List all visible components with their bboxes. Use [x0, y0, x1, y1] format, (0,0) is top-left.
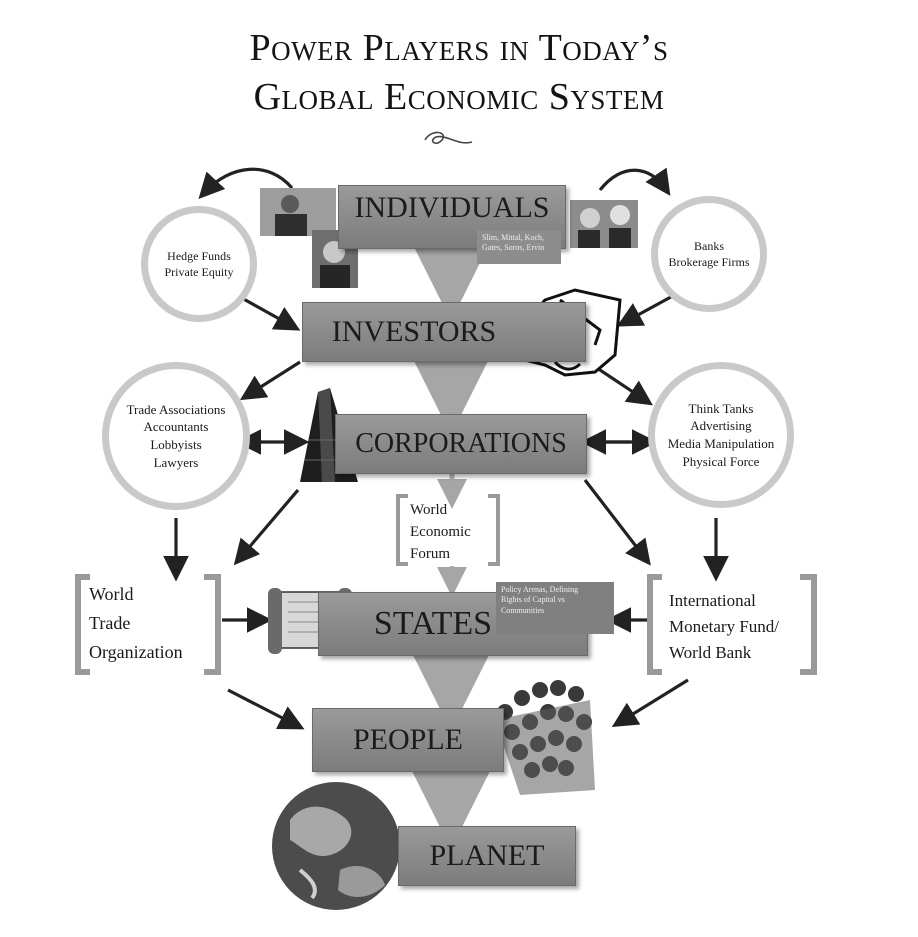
bracket-wef-left — [396, 494, 408, 566]
note-states: Policy Arenas, Defining Rights of Capita… — [496, 582, 614, 634]
label-individuals: INDIVIDUALS — [354, 191, 550, 224]
circle-hedge-funds: Hedge Funds Private Equity — [141, 206, 257, 322]
circle-trade-line-2: Accountants — [143, 419, 209, 435]
title-line-1: Power Players in Today’s — [249, 27, 669, 69]
curved-arrow-left — [198, 167, 294, 200]
circle-hedge-line-2: Private Equity — [164, 265, 234, 279]
label-planet: PLANET — [429, 839, 545, 872]
wef-line-2: Economic — [410, 524, 471, 540]
bracket-wto-right — [204, 574, 221, 675]
circle-banks-line-1: Banks — [694, 238, 724, 253]
arrow-hedge-investors — [239, 295, 301, 331]
label-people: PEOPLE — [352, 723, 463, 756]
box-planet: PLANET — [398, 826, 576, 886]
globe-icon — [272, 782, 400, 910]
arrow-wto-people — [227, 688, 305, 730]
label-investors: INVESTORS — [331, 315, 497, 348]
arrow-imf-people — [611, 678, 689, 728]
bracket-text-wef: World Economic Forum — [410, 499, 471, 565]
crowd-icon — [495, 680, 595, 795]
note-individuals-line-2: Gates, Soros, Ervin — [482, 243, 545, 253]
wef-line-1: World — [410, 502, 448, 518]
wto-line-3: Organization — [89, 642, 183, 662]
note-individuals: Slim, Mittal, Koch, Gates, Soros, Ervin — [477, 230, 561, 264]
circle-trade-associations: Trade Associations Accountants Lobbyists… — [102, 362, 250, 510]
wto-line-1: World — [89, 584, 134, 604]
wto-line-2: Trade — [89, 613, 131, 633]
bracket-text-imf: International Monetary Fund/ World Bank — [669, 588, 779, 666]
arrow-corp-states-left — [233, 488, 300, 566]
note-states-line-2: Rights of Capital vs — [501, 595, 565, 605]
imf-line-1: International — [669, 591, 756, 610]
circle-banks: Banks Brokerage Firms — [651, 196, 767, 312]
wef-line-3: Forum — [410, 546, 451, 562]
box-corporations: CORPORATIONS — [335, 414, 587, 474]
arrow-corp-states-right — [583, 479, 651, 566]
circle-trade-line-4: Lawyers — [153, 454, 199, 470]
circle-think-line-4: Physical Force — [682, 453, 760, 469]
bracket-wef-right — [488, 494, 500, 566]
box-people: PEOPLE — [312, 708, 504, 772]
bracket-wto-left — [75, 574, 90, 675]
note-individuals-line-1: Slim, Mittal, Koch, — [482, 233, 544, 242]
circle-think-tanks: Think Tanks Advertising Media Manipulati… — [648, 362, 794, 508]
circle-banks-line-2: Brokerage Firms — [668, 255, 750, 269]
circle-think-line-3: Media Manipulation — [667, 436, 775, 451]
note-states-line-1: Policy Arenas, Defining — [501, 585, 579, 594]
portrait-photos — [260, 188, 638, 288]
title-line-2: Global Economic System — [253, 76, 665, 118]
circle-trade-line-3: Lobbyists — [150, 437, 202, 452]
imf-line-3: World Bank — [669, 643, 752, 662]
arrow-investors-trade — [239, 360, 301, 401]
note-states-line-3: Communities — [501, 605, 545, 615]
circle-trade-line-1: Trade Associations — [126, 401, 226, 417]
imf-line-2: Monetary Fund/ — [669, 617, 780, 636]
bracket-imf-left — [647, 574, 662, 675]
curved-arrow-right — [598, 167, 671, 196]
bracket-imf-right — [800, 574, 817, 675]
box-investors: INVESTORS — [302, 302, 586, 362]
circle-think-line-1: Think Tanks — [688, 400, 754, 416]
label-corporations: CORPORATIONS — [355, 428, 567, 459]
flourish-ornament — [424, 131, 473, 144]
bracket-text-wto: World Trade Organization — [89, 580, 183, 667]
label-states: STATES — [373, 605, 493, 642]
circle-hedge-line-1: Hedge Funds — [167, 248, 231, 263]
circle-think-line-2: Advertising — [690, 418, 752, 434]
